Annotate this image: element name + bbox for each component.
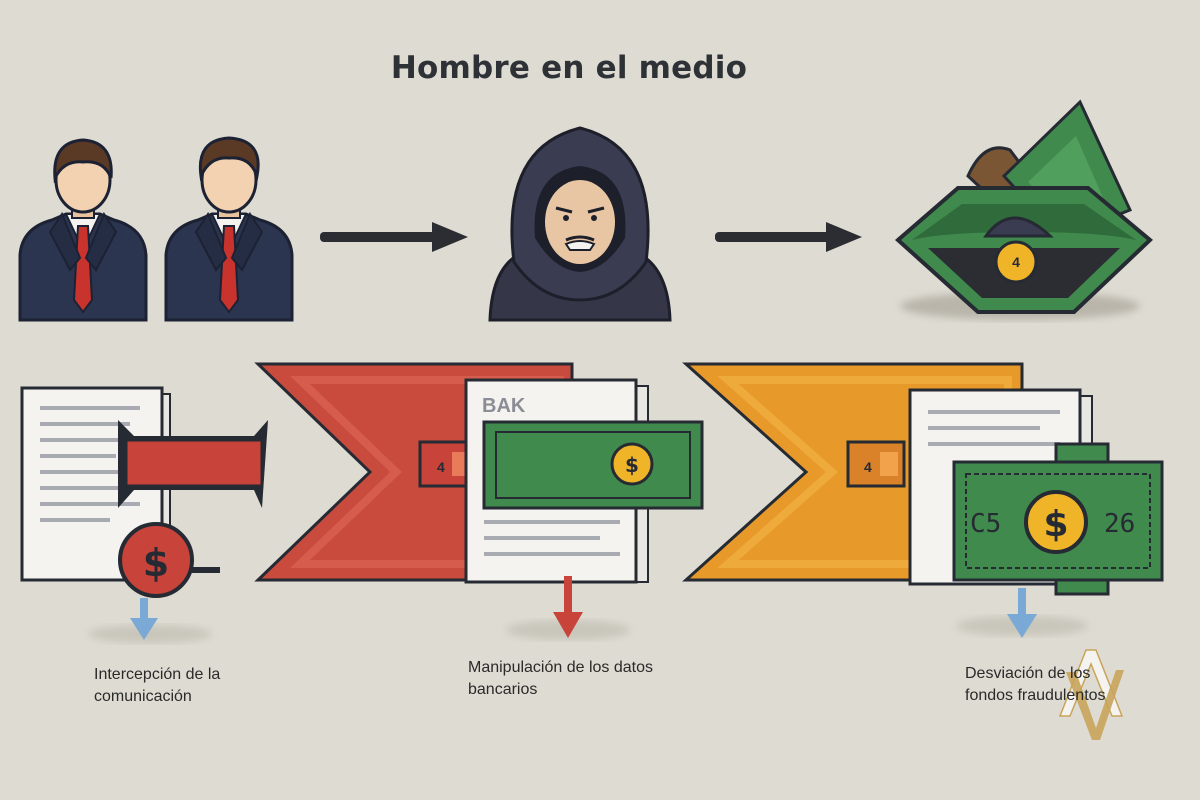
magnifier-icon: $ [118,522,220,598]
arrow-right-icon [715,222,862,252]
bill-left-code: C5 [970,509,1001,539]
down-arrow-icon [88,598,212,643]
magnifier-dollar: $ [143,541,169,585]
bill-right-code: 26 [1104,509,1135,539]
banknote-icon: $ [482,420,704,510]
caption-manipulation: Manipulación de los datos bancarios [468,659,654,698]
banknote-dollar: $ [625,453,639,477]
hooded-hacker-icon [488,126,672,322]
caption-diversion: Desviación de los fondos fraudulentos [965,665,1106,704]
arrow-right-icon [320,222,468,252]
bill-dollar: $ [1043,504,1068,545]
businessman-icon [18,138,148,322]
down-arrow-icon [956,588,1088,638]
tag-right-label: 4 [864,459,872,475]
tag-left-label: 4 [437,459,445,475]
businessman-icon [164,136,294,322]
diagram-title: Hombre en el medio [390,50,748,86]
wallet-icon: 4 [894,99,1154,320]
down-arrow-icon [506,576,630,640]
wallet-coin-label: 4 [1012,254,1020,270]
monogram-logo [1058,649,1124,740]
intercept-bar [118,420,268,508]
bank-document-header: BAK [482,395,526,417]
banknote-stack-icon: C5 26 $ [952,442,1164,596]
caption-interception: Intercepción de la comunicación [94,666,221,705]
